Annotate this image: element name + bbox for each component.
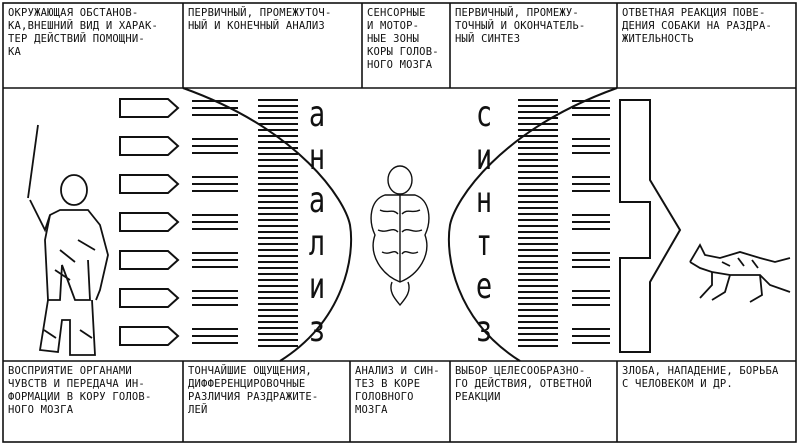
output-arrow	[619, 99, 682, 353]
top-cell-response: Ответная реакция пове- дения собаки на р…	[622, 7, 772, 45]
bottom-cell-cortex: Анализ и син- тез в коре головного мозга	[355, 365, 440, 416]
top-cell-analysis: Первичный, промежуточ- ный и конечный ан…	[188, 7, 332, 32]
synthesis-letter: и	[475, 137, 493, 178]
input-arrow-2	[119, 136, 180, 156]
input-arrow-3	[119, 174, 180, 194]
top-cell-cortex: Сенсорные и мотор- ные зоны коры голов- …	[367, 7, 439, 71]
bottom-cell-perception: Восприятие органами чувств и передача ин…	[8, 365, 152, 416]
bottom-cell-reaction: Злоба, нападение, борьба с человеком и д…	[622, 365, 779, 390]
dog-icon	[689, 243, 791, 303]
analysis-letter: и	[308, 266, 326, 307]
input-arrows	[119, 98, 180, 346]
input-arrow-1	[119, 98, 180, 118]
synthesis-letter: е	[475, 266, 493, 307]
analysis-letter: з	[308, 309, 326, 350]
bottom-cell-choice: Выбор целесообразно- го действия, ответн…	[455, 365, 592, 403]
input-arrow-4	[119, 212, 180, 232]
helper-figure-icon	[27, 124, 109, 356]
input-arrow-5	[119, 250, 180, 270]
analysis-letter: а	[308, 180, 326, 221]
synthesis-letter: з	[475, 309, 493, 350]
synthesis-letter: т	[475, 223, 493, 264]
synthesis-letter: с	[475, 94, 493, 135]
input-arrow-7	[119, 326, 180, 346]
top-cell-synthesis: Первичный, промежу- точный и окончатель-…	[455, 7, 586, 45]
top-cell-environment: Окружающая обстанов- ка,внешний вид и ха…	[8, 7, 158, 58]
input-arrow-6	[119, 288, 180, 308]
analysis-letter: а	[308, 94, 326, 135]
synthesis-letter: н	[475, 180, 493, 221]
analysis-letter: н	[308, 137, 326, 178]
hatching	[192, 99, 610, 347]
brain-icon	[370, 165, 430, 307]
analysis-letter: л	[308, 223, 326, 264]
bottom-cell-sensations: Тончайшие ощущения, дифференцировочные р…	[188, 365, 319, 416]
